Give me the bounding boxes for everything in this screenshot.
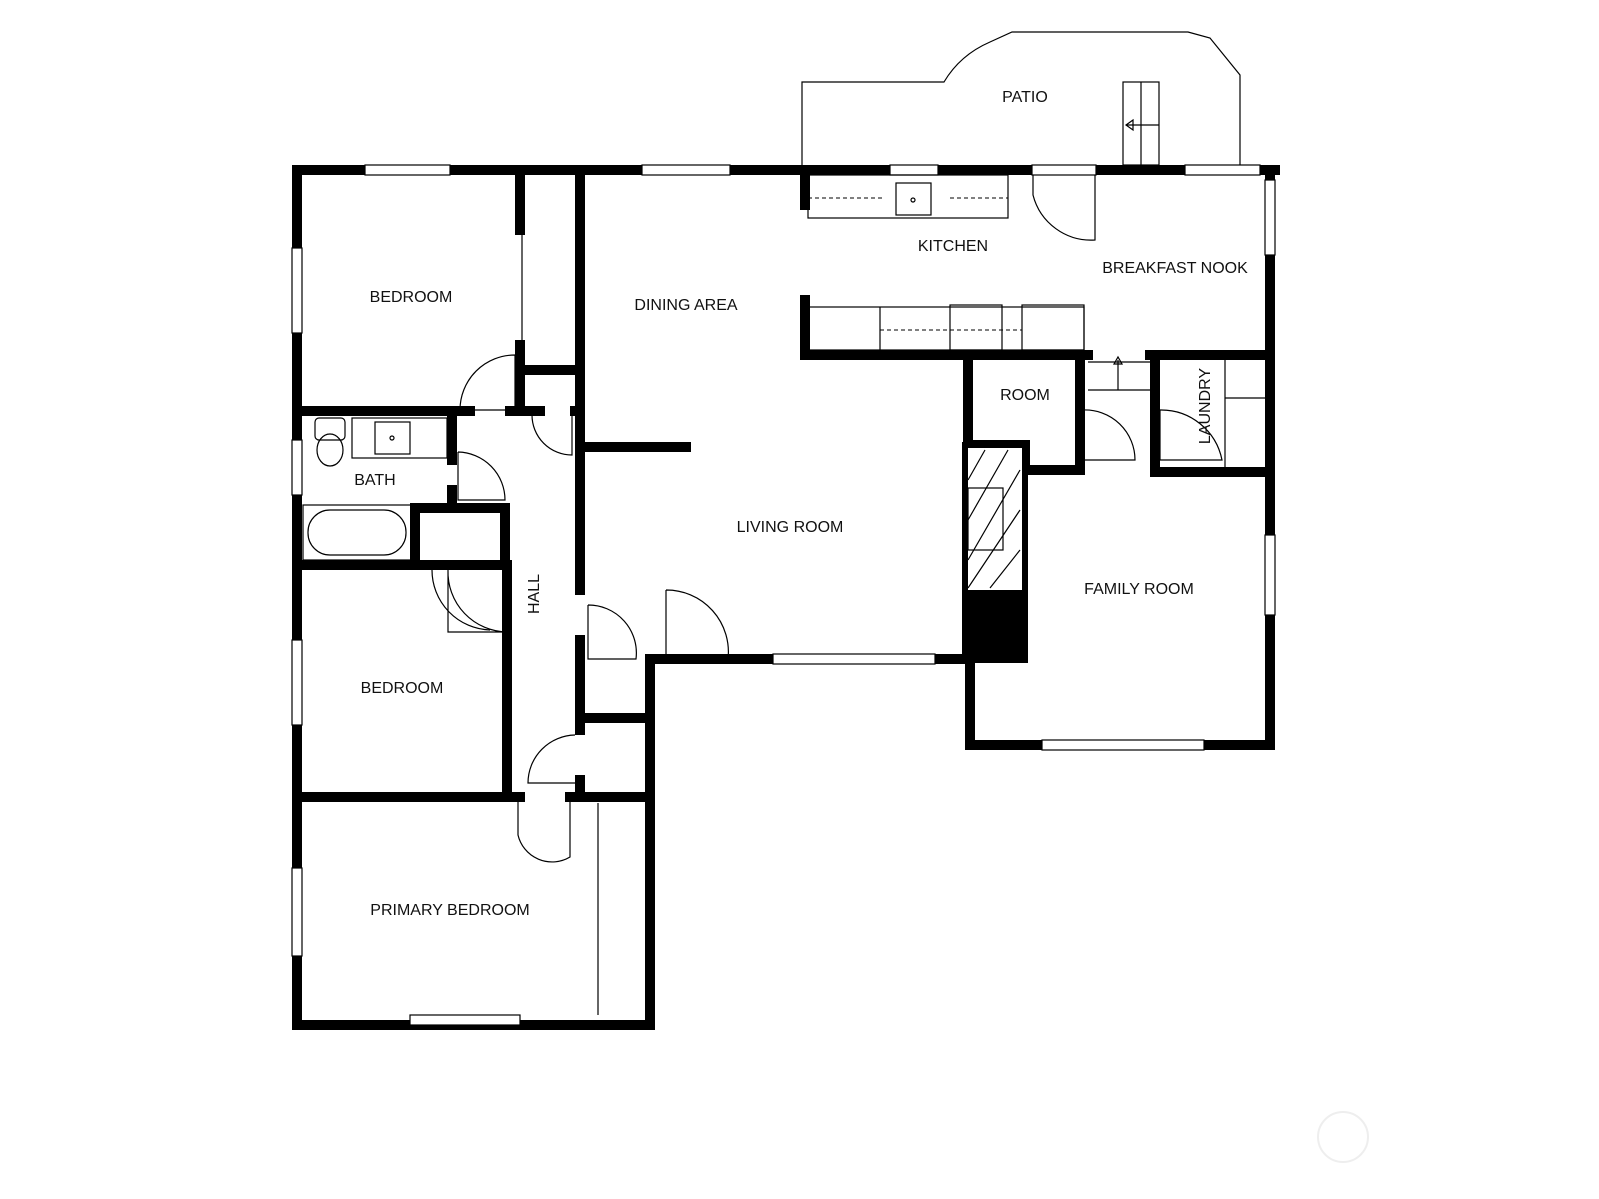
windows	[291, 164, 1276, 1026]
kitchen-sink	[895, 182, 932, 216]
fixtures	[302, 174, 1265, 1015]
label-room: ROOM	[1000, 387, 1050, 404]
label-patio: PATIO	[1002, 89, 1048, 106]
label-bath: BATH	[354, 472, 395, 489]
label-dining-area: DINING AREA	[634, 297, 737, 314]
label-primary-bedroom: PRIMARY BEDROOM	[370, 902, 529, 919]
stove	[949, 304, 1003, 351]
walls	[292, 165, 1280, 1030]
stair-arrow-icon	[1112, 355, 1124, 365]
bathtub	[302, 504, 412, 561]
label-kitchen: KITCHEN	[918, 238, 988, 255]
label-bedroom-2: BEDROOM	[361, 680, 444, 697]
label-bedroom-1: BEDROOM	[370, 289, 453, 306]
label-hall: HALL	[526, 574, 543, 614]
step-arrow-icon	[1124, 118, 1134, 132]
toilet	[314, 417, 346, 441]
fireplace-hatch	[967, 449, 1021, 589]
patio-outline	[801, 31, 1241, 165]
label-laundry: LAUNDRY	[1197, 368, 1214, 445]
label-breakfast-nook: BREAKFAST NOOK	[1102, 260, 1248, 277]
watermark-logo	[1317, 1111, 1369, 1163]
label-family-room: FAMILY ROOM	[1084, 581, 1194, 598]
label-living-room: LIVING ROOM	[737, 519, 844, 536]
bath-vanity	[351, 417, 448, 459]
doors	[431, 164, 1223, 863]
